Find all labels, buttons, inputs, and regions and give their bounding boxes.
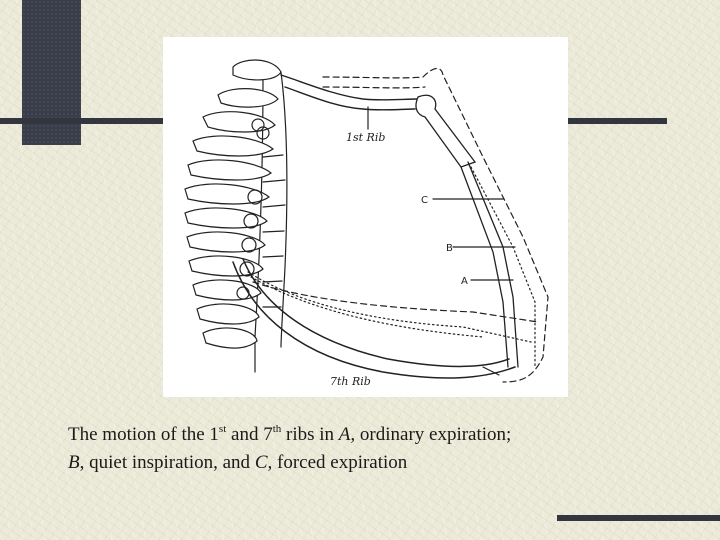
top-right-rule — [560, 118, 667, 124]
caption-text-5: , quiet inspiration, and — [79, 452, 255, 473]
caption-text-2: and 7 — [226, 424, 273, 445]
spine-front-edge — [280, 71, 288, 348]
seventh-rib-inner — [242, 258, 510, 368]
caption-text-1: The motion of the 1 — [68, 424, 219, 445]
bottom-right-rule — [557, 515, 720, 521]
caption-text-3: ribs in — [281, 424, 339, 445]
caption-text-4: ordinary expiration; — [355, 424, 512, 445]
figure-caption: The motion of the 1st and 7th ribs in A,… — [68, 421, 668, 477]
label-c: C — [421, 195, 428, 206]
sternum-line-a — [467, 161, 519, 368]
label-b: B — [446, 243, 453, 254]
sternum-line-a-inner — [460, 166, 509, 368]
caption-sup-st: st — [218, 422, 227, 435]
seventh-rib-outer — [232, 261, 516, 379]
outline-forced-expiration — [322, 67, 549, 383]
seventh-rib-quiet-inspiration — [247, 271, 532, 343]
top-left-rule — [0, 118, 170, 124]
rib-diagram: 1st Rib 7th Rib C B A — [184, 59, 549, 388]
label-seventh-rib: 7th Rib — [330, 375, 371, 388]
caption-label-a: A, — [338, 424, 356, 445]
caption-text-6: forced expiration — [272, 452, 408, 473]
vertebrae — [184, 59, 286, 349]
label-first-rib: 1st Rib — [346, 131, 385, 144]
caption-sup-th: th — [272, 422, 282, 435]
seventh-rib-forced-expiration — [252, 281, 539, 323]
caption-label-c: C, — [254, 452, 273, 473]
caption-label-b: B — [68, 452, 80, 473]
outline-quiet-inspiration — [470, 166, 536, 368]
sternum-manubrium — [415, 94, 477, 168]
rib-motion-figure: 1st Rib 7th Rib C B A — [163, 37, 568, 397]
first-rib-lower — [284, 86, 416, 111]
first-rib-upper — [280, 74, 419, 101]
label-a: A — [461, 276, 468, 287]
